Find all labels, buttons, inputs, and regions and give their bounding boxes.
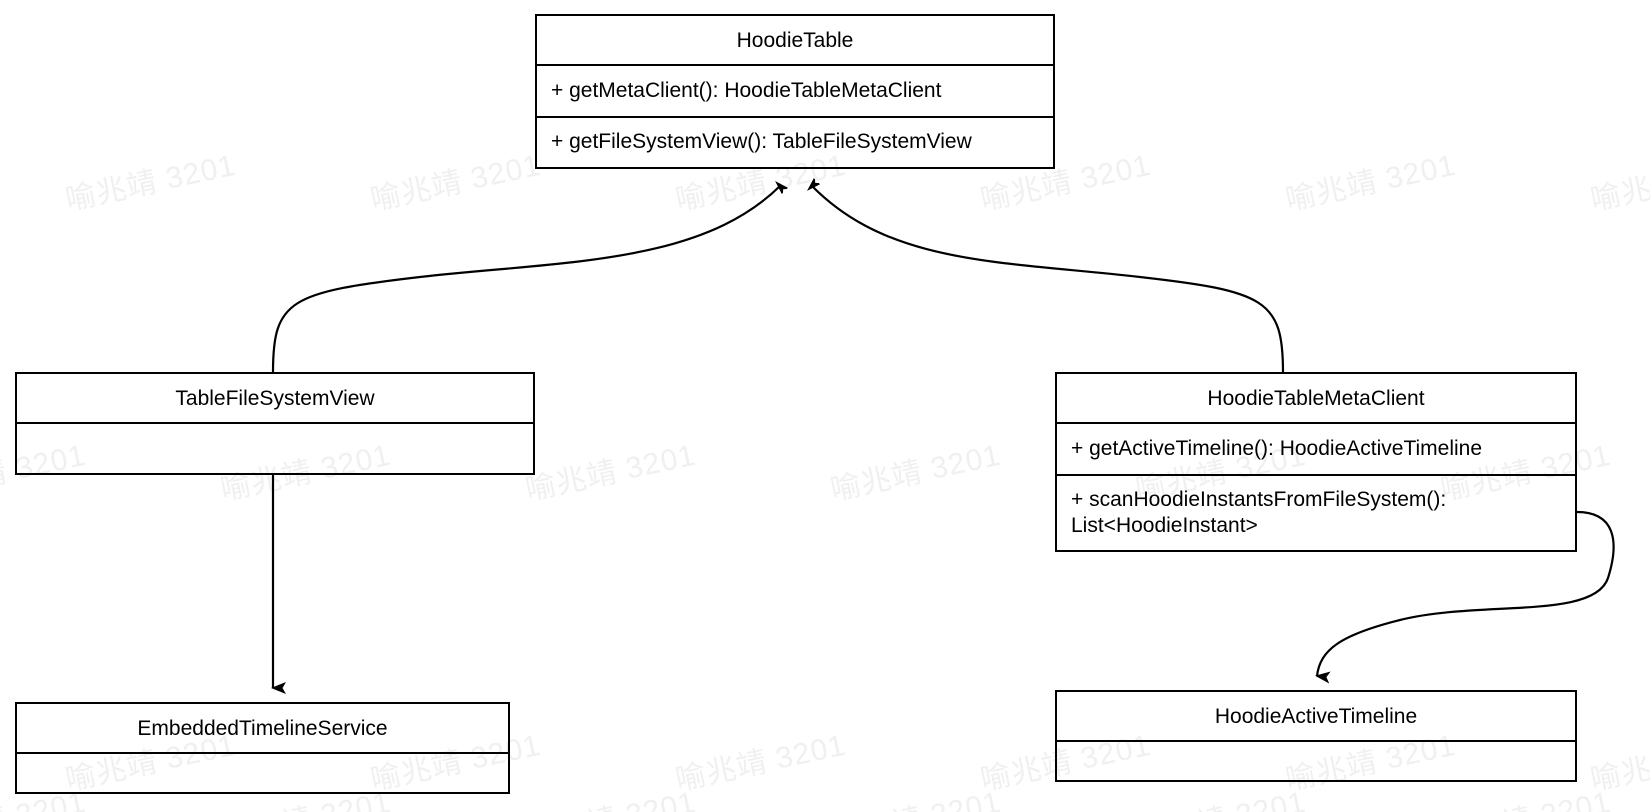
class-members-section — [1057, 742, 1575, 780]
watermark-text: 喻兆靖 3201 — [367, 148, 544, 218]
class-member: + getMetaClient(): HoodieTableMetaClient — [551, 79, 942, 103]
class-name-embedded-timeline-service: EmbeddedTimelineService — [17, 704, 508, 754]
class-name-hoodie-table-meta-client: HoodieTableMetaClient — [1057, 374, 1575, 424]
class-name-table-file-system-view: TableFileSystemView — [17, 374, 533, 424]
watermark-text: 喻兆靖 3201 — [827, 438, 1004, 508]
watermark-text: 喻兆靖 3201 — [1282, 148, 1459, 218]
class-name-hoodie-active-timeline: HoodieActiveTimeline — [1057, 692, 1575, 742]
class-members-section: + getFileSystemView(): TableFileSystemVi… — [537, 116, 1053, 166]
class-box-hoodie-active-timeline[interactable]: HoodieActiveTimeline — [1055, 690, 1577, 782]
class-members-section — [17, 424, 533, 473]
class-box-hoodie-table-meta-client[interactable]: HoodieTableMetaClient + getActiveTimelin… — [1055, 372, 1577, 552]
watermark-text: 喻兆靖 3201 — [521, 777, 699, 812]
watermark-text: 喻兆靖 3201 — [672, 728, 849, 798]
class-members-section: + getActiveTimeline(): HoodieActiveTimel… — [1057, 424, 1575, 474]
watermark-text: 喻兆靖 3201 — [1587, 149, 1650, 218]
watermark-text: 喻兆靖 3201 — [1131, 777, 1309, 812]
watermark-text: 喻兆靖 3201 — [826, 777, 1004, 812]
class-member: + getFileSystemView(): TableFileSystemVi… — [551, 130, 972, 154]
class-box-table-file-system-view[interactable]: TableFileSystemView — [15, 372, 535, 475]
class-members-section: + getMetaClient(): HoodieTableMetaClient — [537, 66, 1053, 116]
class-name-hoodie-table: HoodieTable — [537, 16, 1053, 66]
class-member: + scanHoodieInstantsFromFileSystem(): Li… — [1071, 488, 1447, 537]
edge-tablefilesystemview-to-hoodietable — [271, 186, 780, 373]
watermark-text: 喻兆靖 3201 — [62, 148, 239, 218]
edge-hoodietablemetaclient-to-hoodietable — [812, 186, 1285, 373]
class-member: + getActiveTimeline(): HoodieActiveTimel… — [1071, 437, 1483, 461]
class-box-embedded-timeline-service[interactable]: EmbeddedTimelineService — [15, 702, 510, 794]
class-members-section — [17, 754, 508, 792]
watermark-text: 喻兆靖 3201 — [1436, 777, 1614, 812]
class-box-hoodie-table[interactable]: HoodieTable + getMetaClient(): HoodieTab… — [535, 14, 1055, 169]
class-members-section: + scanHoodieInstantsFromFileSystem(): Li… — [1057, 474, 1575, 550]
watermark-text: 喻兆靖 3201 — [522, 438, 699, 508]
watermark-text: 喻兆靖 3201 — [1587, 729, 1650, 798]
